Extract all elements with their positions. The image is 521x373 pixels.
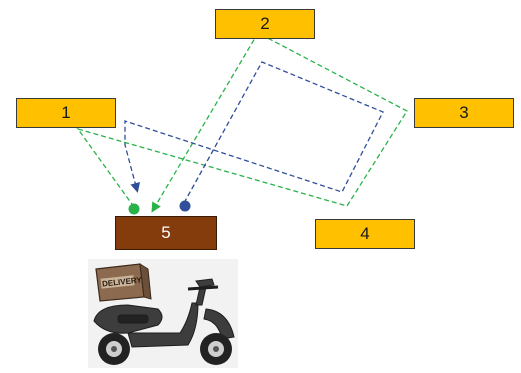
location-node-3: 3 (414, 98, 514, 128)
blue-route-path (124, 61, 384, 204)
blue-start-dot (179, 200, 191, 212)
wheel-icon (98, 333, 232, 365)
scooter-icon (93, 278, 235, 348)
location-node-1: 1 (16, 98, 116, 128)
delivery-scooter-image: DELIVERY (88, 259, 238, 368)
green-start-dot (128, 203, 140, 215)
scooter-sign-text: DELIVERY (102, 275, 143, 288)
location-node-2: 2 (215, 9, 315, 39)
depot-node-5: 5 (115, 216, 217, 250)
location-node-4: 4 (315, 219, 415, 249)
delivery-box-icon: DELIVERY (95, 263, 152, 302)
green-route-path (76, 32, 408, 213)
